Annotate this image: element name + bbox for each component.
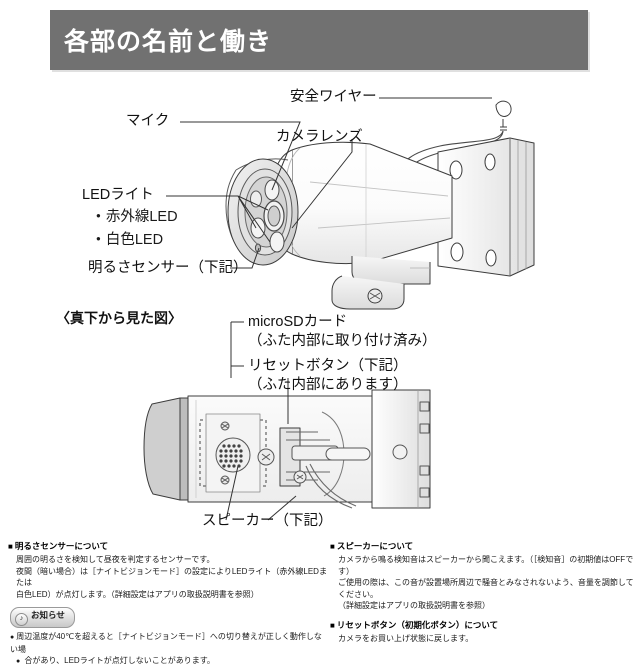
camera-body-art bbox=[271, 141, 453, 265]
label-microsd-card-note: （ふた内部に取り付け済み） bbox=[248, 333, 437, 349]
camera-front-face-art bbox=[227, 158, 299, 266]
label-brightness-sensor: 明るさセンサー（下記） bbox=[88, 260, 248, 276]
speaker-grille-art bbox=[215, 421, 251, 485]
bottom-leader-lines bbox=[225, 321, 297, 521]
footnote-column-right: スピーカーについて カメラから鳴る検知音はスピーカーから聞こえます。（［検知音］… bbox=[330, 540, 636, 644]
footnote-line: 白色LED）が点灯します。（詳細設定はアプリの取扱説明書を参照） bbox=[16, 589, 259, 599]
bottom-wall-plate-art bbox=[371, 389, 431, 509]
label-reset-button-note: （ふた内部にあります） bbox=[248, 377, 408, 393]
footnote-line: ご使用の際は、この音が設置場所周辺で騒音とみなされないよう、音量を調節してくださ… bbox=[338, 578, 634, 599]
footnote-line: （詳細設定はアプリの取扱説明書を参照） bbox=[338, 601, 490, 610]
notice-badge-label: お知らせ bbox=[31, 610, 65, 620]
cover-screw-art bbox=[220, 421, 230, 485]
footnote-column-left: 明るさセンサーについて 周囲の明るさを検知して昼夜を判定するセンサーです。 夜間… bbox=[8, 540, 328, 668]
label-reset-button: リセットボタン（下記） bbox=[248, 358, 408, 374]
bell-icon: ♪ bbox=[15, 613, 28, 626]
label-speaker: スピーカー（下記） bbox=[202, 513, 333, 529]
notice-line: 周辺温度が40℃を超えると［ナイトビジョンモード］への切り替えが正しく動作しない… bbox=[10, 631, 328, 655]
bottom-bracket-art bbox=[257, 411, 371, 497]
footnote-line: 周囲の明るさを検知して昼夜を判定するセンサーです。 bbox=[16, 555, 215, 564]
safety-wire-art bbox=[397, 100, 512, 181]
notice-line-cont: 合があり、LEDライトが点灯しないことがあります。 bbox=[16, 655, 328, 668]
footnote-heading-speaker: スピーカーについて bbox=[330, 540, 636, 553]
led-bullet-infrared: 赤外線LED bbox=[96, 205, 178, 228]
footnote-line: カメラから鳴る検知音はスピーカーから聞こえます。（［検知音］の初期値はOFFです… bbox=[338, 555, 634, 576]
footnote-heading-reset-button: リセットボタン（初期化ボタン）について bbox=[330, 619, 636, 632]
cover-dashed-outline-art bbox=[199, 413, 267, 493]
wall-mount-plate-art bbox=[437, 137, 535, 277]
label-mic: マイク bbox=[126, 113, 170, 129]
footnote-line: カメラをお買い上げ状態に戻します。 bbox=[338, 633, 474, 643]
label-led-light: LEDライト bbox=[82, 187, 154, 203]
footnotes-area: 明るさセンサーについて 周囲の明るさを検知して昼夜を判定するセンサーです。 夜間… bbox=[0, 540, 640, 665]
bottom-view-caption: 〈真下から見た図〉 bbox=[56, 310, 182, 326]
page-title: 各部の名前と働き bbox=[64, 28, 273, 56]
led-bullet-white: 白色LED bbox=[96, 228, 178, 251]
camera-bracket-art bbox=[331, 256, 431, 310]
sunshade-hood-art bbox=[225, 158, 289, 254]
footnote-heading-brightness-sensor: 明るさセンサーについて bbox=[8, 540, 328, 553]
led-bullet-list: 赤外線LED 白色LED bbox=[96, 205, 178, 251]
footnote-line: 夜間（暗い場合）は［ナイトビジョンモード］の設定によりLEDライト（赤外線LED… bbox=[16, 566, 327, 588]
footnote-spacer bbox=[330, 612, 636, 619]
bottom-housing-art bbox=[143, 395, 373, 503]
page-header-bar: 各部の名前と働き bbox=[50, 10, 588, 70]
label-safety-wire: 安全ワイヤー bbox=[290, 89, 377, 105]
notice-badge: ♪お知らせ bbox=[10, 607, 75, 628]
bottom-cable-art bbox=[305, 463, 357, 509]
label-camera-lens: カメラレンズ bbox=[276, 129, 363, 145]
top-leader-lines bbox=[166, 97, 492, 269]
label-microsd-card: microSDカード bbox=[248, 314, 348, 330]
